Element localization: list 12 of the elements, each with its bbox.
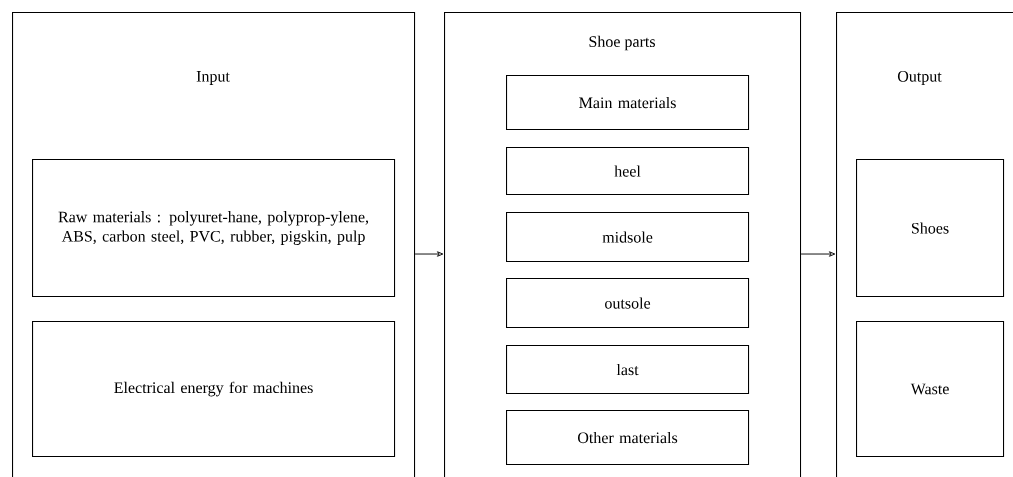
process-box: Raw materials : polyuret-hane, polyprop-ylene, ABS, carbon steel, PVC, rubber, pigskin, pulp [32,159,396,298]
process-box: midsole [506,212,750,263]
arrow [414,251,444,257]
process-box: Main materials [506,75,750,131]
process-box: Shoes [856,159,1005,298]
process-box: Waste [856,321,1005,458]
process-box: last [506,345,750,395]
process-box: Other materials [506,410,750,466]
process-box: Electrical energy for machines [32,321,396,458]
process-box: outsole [506,278,750,329]
arrow [800,251,836,257]
process-box: heel [506,147,750,196]
